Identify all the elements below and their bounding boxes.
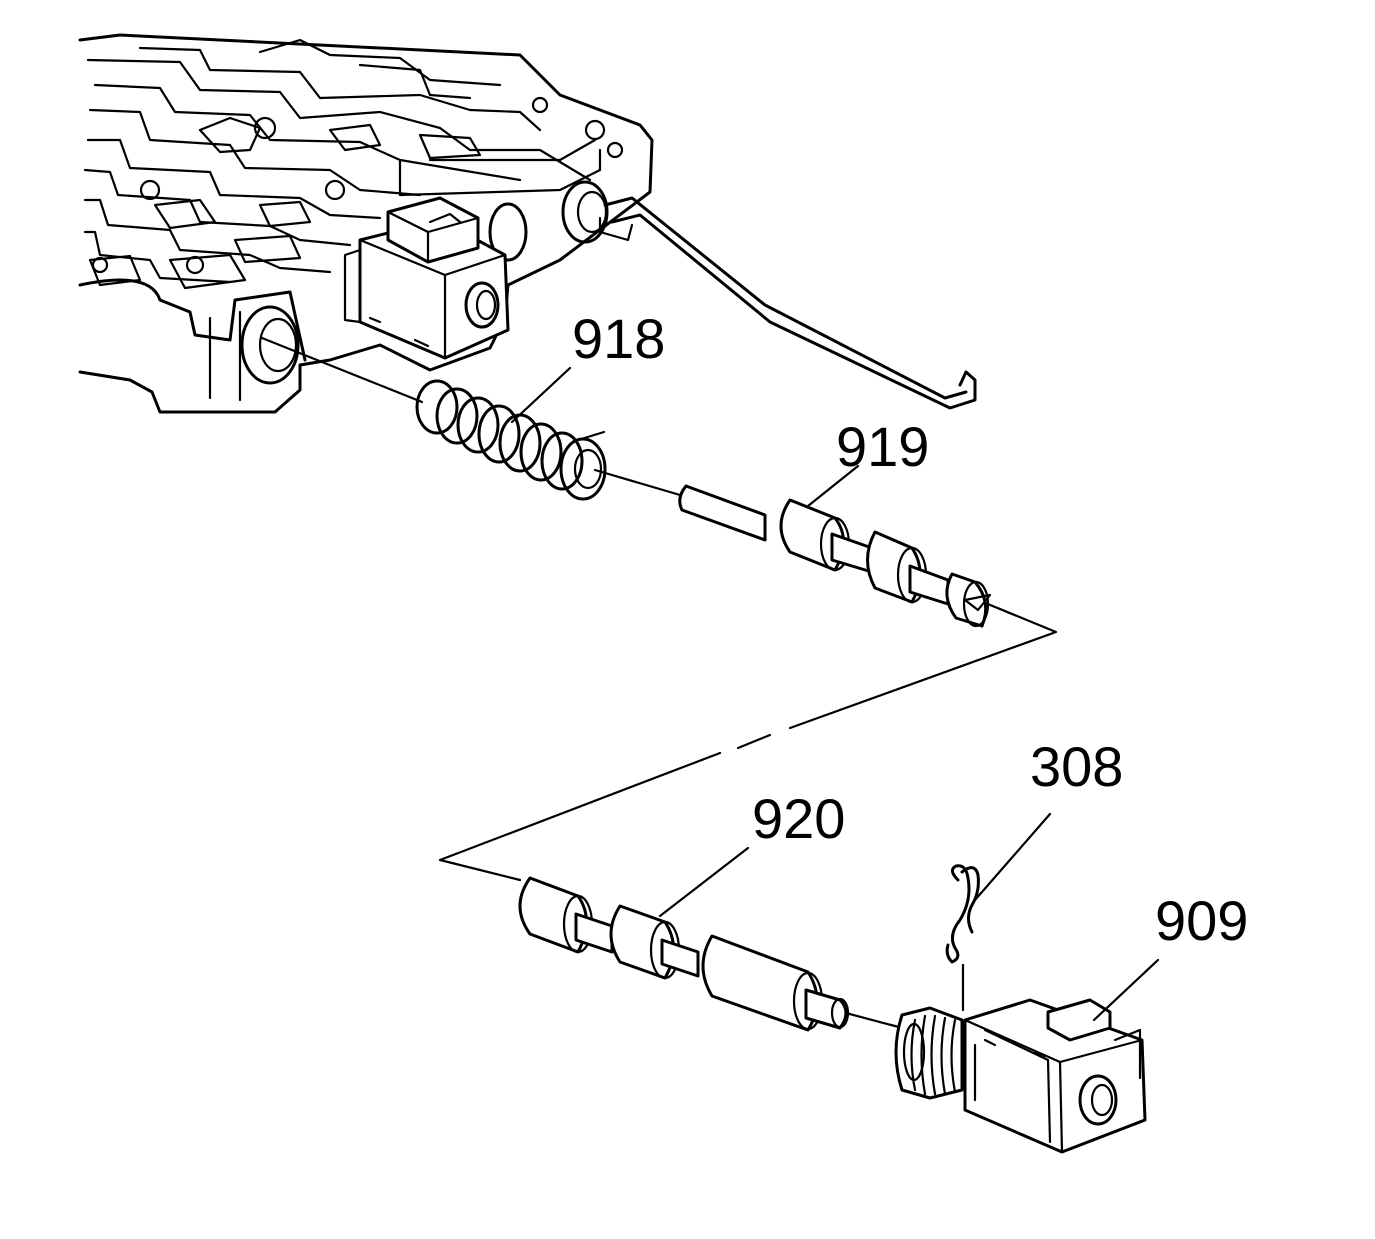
callout-909: 909	[1155, 889, 1248, 952]
callout-918: 918	[572, 307, 665, 370]
leader-920	[658, 846, 750, 918]
solenoid-909	[894, 998, 1147, 1154]
clip-308	[945, 864, 980, 1012]
spring-918	[415, 379, 607, 501]
leader-918	[510, 366, 572, 424]
valve-919	[678, 484, 992, 628]
callout-308: 308	[1030, 735, 1123, 798]
valve-body	[78, 33, 654, 414]
leader-308	[973, 812, 1052, 902]
callout-920: 920	[752, 787, 845, 850]
leader-919	[806, 464, 860, 508]
leader-lines	[510, 366, 1160, 1022]
installed-solenoid	[343, 196, 510, 360]
leader-909	[1092, 958, 1160, 1022]
valve-920	[518, 876, 850, 1032]
callout-919: 919	[836, 415, 929, 478]
wire-lead	[598, 196, 977, 410]
